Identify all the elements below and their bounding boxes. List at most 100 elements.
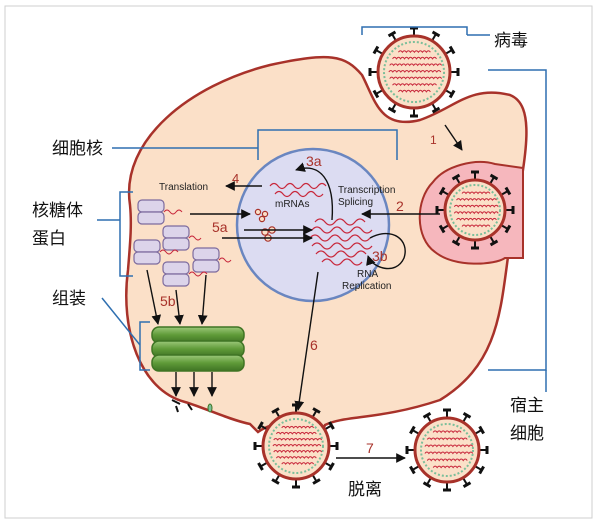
spike-head bbox=[462, 412, 472, 419]
spike-head bbox=[422, 481, 432, 488]
rna-strand bbox=[432, 430, 462, 434]
step-5b: 5b bbox=[160, 293, 176, 309]
label-nucleus: 细胞核 bbox=[52, 139, 103, 159]
rna-strand bbox=[461, 191, 491, 195]
spike-head bbox=[489, 173, 499, 181]
label-replication: Replication bbox=[342, 281, 391, 292]
rna-strand bbox=[461, 224, 491, 228]
step-3a: 3a bbox=[306, 153, 322, 169]
glycoprotein-spikes bbox=[405, 408, 489, 492]
label-splicing: Splicing bbox=[338, 197, 373, 208]
rna-strand bbox=[453, 211, 499, 215]
label-assembly: 组装 bbox=[52, 289, 86, 309]
label-glycoprotein-2: 蛋白 bbox=[32, 229, 66, 249]
rna-strand bbox=[392, 83, 437, 87]
label-glycoprotein-1: 核糖体 bbox=[32, 201, 83, 221]
rna-strand bbox=[273, 450, 323, 453]
outer-border bbox=[4, 5, 593, 519]
rna-strand bbox=[397, 50, 431, 54]
endosome-fusion bbox=[418, 161, 524, 265]
viral-rna bbox=[453, 191, 499, 228]
assembly-stack bbox=[151, 326, 245, 372]
rna-strand bbox=[453, 204, 499, 208]
step-5a: 5a bbox=[212, 219, 228, 235]
spike-head bbox=[422, 412, 432, 419]
rna-strand bbox=[389, 76, 443, 80]
label-transcription: Transcription bbox=[338, 185, 395, 196]
virion-entering bbox=[368, 26, 460, 118]
brackets bbox=[97, 26, 547, 392]
label-virus: 病毒 bbox=[494, 31, 528, 51]
rna-strand bbox=[426, 437, 468, 441]
glycoprotein-spikes bbox=[435, 170, 515, 250]
label-host-cell-1: 宿主 bbox=[510, 396, 544, 416]
step-7: 7 bbox=[366, 440, 374, 456]
spike-head bbox=[271, 478, 280, 485]
label-translation: Translation bbox=[159, 182, 208, 193]
spike-head bbox=[448, 45, 456, 55]
spike-head bbox=[478, 465, 485, 475]
rna-strand bbox=[281, 425, 315, 429]
spike-head bbox=[438, 186, 446, 196]
rna-strand bbox=[392, 56, 437, 60]
spike-head bbox=[409, 425, 416, 435]
step-3b: 3b bbox=[372, 248, 388, 264]
rna-strand bbox=[388, 70, 442, 73]
virion-released bbox=[405, 408, 489, 492]
viral-rna bbox=[272, 425, 323, 466]
spike-head bbox=[451, 173, 461, 181]
rna-strand bbox=[432, 465, 462, 469]
step-1: 1 bbox=[430, 133, 437, 147]
arrows bbox=[146, 124, 463, 463]
spike-head bbox=[409, 465, 416, 475]
ribosome-rna bbox=[159, 209, 232, 277]
spike-head bbox=[431, 30, 441, 38]
nucleus bbox=[235, 147, 391, 303]
rna-tangle bbox=[309, 218, 373, 266]
rna-strand bbox=[275, 456, 317, 460]
spike-head bbox=[328, 421, 335, 430]
label-host-cell-2: 细胞 bbox=[510, 424, 544, 444]
label-budding: 脱离 bbox=[348, 480, 382, 500]
rna-strand bbox=[272, 444, 322, 447]
rna-strand bbox=[389, 63, 443, 67]
rna-strand bbox=[424, 444, 474, 448]
step-2: 2 bbox=[396, 198, 404, 214]
spike-head bbox=[431, 106, 441, 114]
spike-head bbox=[387, 30, 397, 38]
viral-rna bbox=[424, 430, 474, 469]
spike-head bbox=[257, 462, 264, 471]
ribosome-protein-cluster bbox=[133, 199, 220, 287]
membrane-anchors bbox=[171, 399, 213, 413]
mrna-strands bbox=[269, 182, 327, 198]
rna-strand bbox=[273, 437, 323, 441]
rna-strand bbox=[456, 217, 497, 221]
spike-head bbox=[312, 407, 321, 414]
spike-head bbox=[372, 45, 380, 55]
step-4: 4 bbox=[232, 171, 239, 186]
rna-strand bbox=[275, 431, 317, 435]
spike-head bbox=[462, 481, 472, 488]
step-6: 6 bbox=[310, 337, 318, 353]
rna-strand bbox=[281, 462, 315, 466]
rna-strand bbox=[397, 89, 431, 93]
rna-strand bbox=[426, 458, 468, 462]
spike-head bbox=[328, 462, 335, 471]
label-mrnas: mRNAs bbox=[275, 199, 309, 210]
spike-head bbox=[504, 186, 512, 196]
spike-head bbox=[451, 239, 461, 247]
spike-head bbox=[312, 478, 321, 485]
spike-head bbox=[478, 425, 485, 435]
spike-head bbox=[372, 89, 380, 99]
label-rna: RNA bbox=[357, 269, 378, 280]
spike-head bbox=[489, 239, 499, 247]
spike-head bbox=[271, 407, 280, 414]
spike-head bbox=[438, 224, 446, 234]
rna-strand bbox=[456, 198, 497, 202]
spike-head bbox=[387, 106, 397, 114]
spike-head bbox=[448, 89, 456, 99]
rna-strand bbox=[424, 451, 474, 455]
spike-head bbox=[257, 421, 264, 430]
